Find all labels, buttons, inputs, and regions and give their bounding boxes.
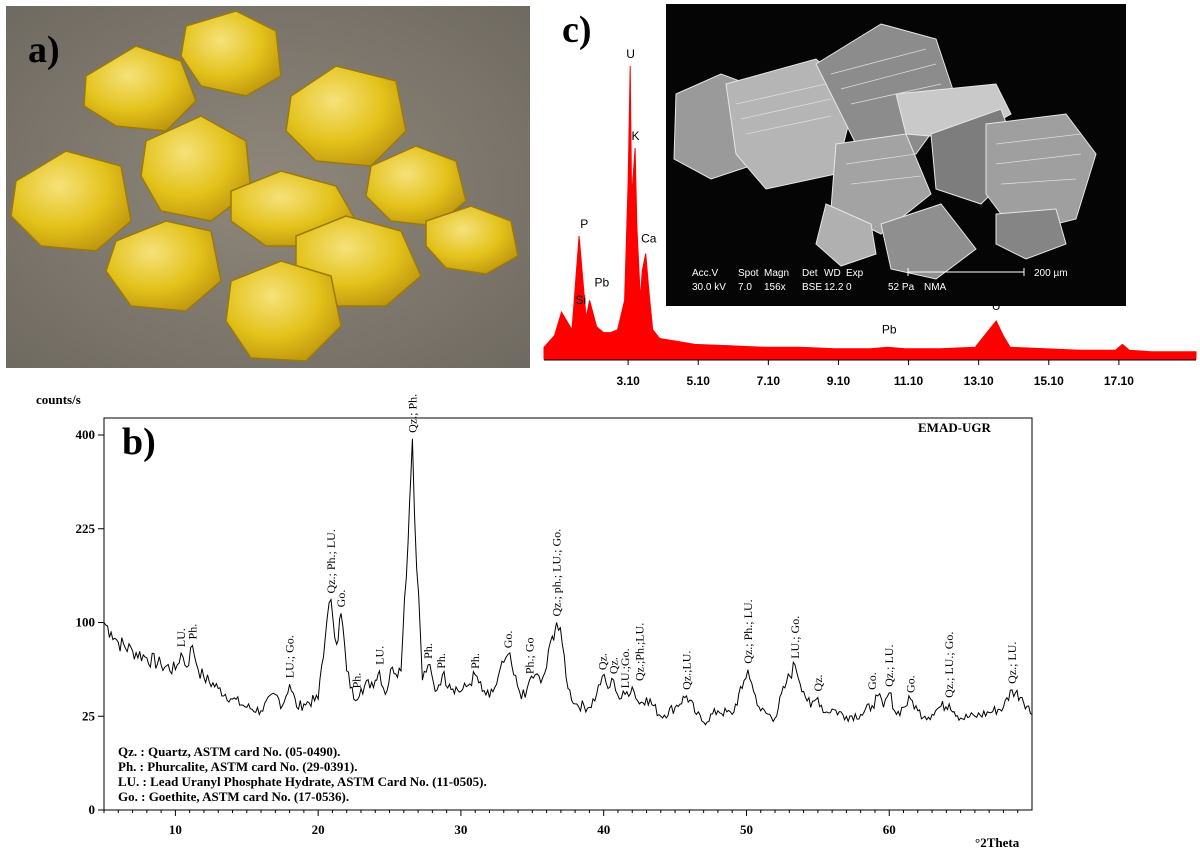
xrd-peak-label: LU.;Go. xyxy=(618,648,632,688)
eds-x-tick-label: 13.10 xyxy=(964,374,994,388)
eds-peak-label: Pb xyxy=(594,276,609,290)
xrd-peak-label: Qz.;LU. xyxy=(680,651,694,690)
xrd-peak-label: Qz.; ph.; LU.; Go. xyxy=(550,529,564,617)
xrd-peak-label: Qz.; Ph.; LU. xyxy=(324,529,338,593)
eds-peak-label: Pb xyxy=(882,322,897,336)
xrd-plot-frame xyxy=(103,417,1033,811)
sem-image: Acc.V Spot Magn Det WD Exp 30.0 kV 7.0 1… xyxy=(673,23,1097,293)
sem-value-magn: 156x xyxy=(764,282,786,293)
xrd-peak-label: LU.; Go. xyxy=(788,616,802,659)
eds-spectrum-area xyxy=(543,65,1197,360)
xrd-x-tick-label: 40 xyxy=(597,822,610,837)
xrd-x-tick-label: 50 xyxy=(740,822,753,837)
xrd-x-tick-label: 10 xyxy=(169,822,182,837)
xrd-peak-label: LU. xyxy=(373,646,387,665)
sem-value-nma: NMA xyxy=(924,282,947,293)
xrd-annotation: EMAD-UGR xyxy=(918,420,992,435)
xrd-peak-label: Ph. xyxy=(434,653,448,669)
xrd-panel: counts/s °2Theta EMAD-UGR Qz. : Quartz, … xyxy=(0,390,1200,852)
eds-peak-label: Si xyxy=(575,293,586,307)
xrd-x-tick-label: 30 xyxy=(454,822,467,837)
eds-peak-label: K xyxy=(631,129,639,143)
xrd-peak-label: Go. xyxy=(501,631,515,649)
xrd-x-tick-label: 20 xyxy=(312,822,325,837)
sem-value-spot: 7.0 xyxy=(738,282,752,293)
xrd-peak-label: Qz. xyxy=(595,653,609,670)
sem-micrograph: Acc.V Spot Magn Det WD Exp 30.0 kV 7.0 1… xyxy=(666,4,1126,306)
xrd-peak-label: Qz.;Ph.;LU. xyxy=(632,623,646,681)
xrd-legend-item: LU. : Lead Uranyl Phosphate Hydrate, AST… xyxy=(118,774,487,789)
xrd-peak-label: Ph. xyxy=(350,673,364,689)
xrd-peak-label: Go. xyxy=(334,590,348,608)
panel-label-b: b) xyxy=(122,421,156,463)
xrd-peak-label: Ph. xyxy=(421,643,435,659)
panel-label-c: c) xyxy=(562,9,592,51)
sem-value-wd: 12.2 xyxy=(824,282,844,293)
xrd-peak-label: Qz. xyxy=(607,657,621,674)
sem-value-kv: 30.0 kV xyxy=(692,282,726,293)
eds-x-tick-label: 15.10 xyxy=(1034,374,1064,388)
xrd-peak-label: Qz.; LU.; Go. xyxy=(942,632,956,698)
xrd-peak-label: Ph. xyxy=(185,624,199,640)
xrd-y-tick-label: 400 xyxy=(76,427,96,442)
eds-peak-label: Ca xyxy=(641,232,657,246)
eds-x-tick-label: 11.10 xyxy=(894,374,924,388)
eds-spectrum-panel: 3.10 5.10 7.10 9.10 11.10 13.10 15.10 17.10 Si P P… xyxy=(540,0,1200,392)
xrd-chart: counts/s °2Theta EMAD-UGR Qz. : Quartz, … xyxy=(36,392,1033,850)
sem-caption-det: Det xyxy=(802,268,818,279)
xrd-xlabel: °2Theta xyxy=(975,835,1020,850)
sem-value-pressure: 52 Pa xyxy=(888,282,915,293)
crystal-photo-panel: a) xyxy=(6,6,530,368)
xrd-peak-label: Ph. xyxy=(468,653,482,669)
sem-caption-spot: Spot xyxy=(738,268,759,279)
eds-spectrum-chart: 3.10 5.10 7.10 9.10 11.10 13.10 15.10 17.10 Si P P… xyxy=(543,47,1197,388)
sem-value-det: BSE xyxy=(802,282,822,293)
sem-scale-label: 200 µm xyxy=(1034,268,1068,279)
xrd-ylabel: counts/s xyxy=(36,392,81,407)
xrd-legend: Qz. : Quartz, ASTM card No. (05-0490). P… xyxy=(118,744,487,804)
sem-caption-exp: Exp xyxy=(846,268,864,279)
eds-x-tick-label: 7.10 xyxy=(757,374,781,388)
eds-x-tick-label: 5.10 xyxy=(687,374,711,388)
eds-x-tick-label: 9.10 xyxy=(827,374,851,388)
panel-label-a: a) xyxy=(28,29,60,71)
xrd-peak-label: Qz. xyxy=(811,674,825,691)
xrd-legend-item: Ph. : Phurcalite, ASTM card No. (29-0391… xyxy=(118,759,358,774)
xrd-peak-label: Go. xyxy=(865,672,879,690)
eds-peak-label: U xyxy=(626,47,635,61)
xrd-diffractogram-line xyxy=(103,438,1033,726)
xrd-x-tick-label: 60 xyxy=(883,822,896,837)
sem-caption-magn: Magn xyxy=(764,268,789,279)
xrd-peak-label: Ph.; Go xyxy=(522,637,536,674)
sem-caption-accv: Acc.V xyxy=(692,268,718,279)
xrd-peak-label: Go. xyxy=(904,675,918,693)
crystal-photo xyxy=(6,6,530,368)
xrd-peak-label: LU.; Go. xyxy=(283,635,297,678)
xrd-peak-label: LU. xyxy=(174,628,188,647)
xrd-y-tick-label: 25 xyxy=(82,708,96,723)
xrd-y-tick-label: 0 xyxy=(89,802,96,817)
xrd-peak-label: Qz.; LU. xyxy=(882,645,896,687)
xrd-legend-item: Go. : Goethite, ASTM card No. (17-0536). xyxy=(118,789,349,804)
eds-x-tick-label: 17.10 xyxy=(1104,374,1134,388)
xrd-legend-item: Qz. : Quartz, ASTM card No. (05-0490). xyxy=(118,744,340,759)
eds-peak-label: P xyxy=(580,217,588,231)
sem-scale-bar xyxy=(907,268,1025,276)
xrd-y-tick-label: 225 xyxy=(76,521,96,536)
sem-value-exp: 0 xyxy=(846,282,852,293)
eds-x-tick-label: 3.10 xyxy=(616,374,640,388)
xrd-peak-label: Qz.; Ph. xyxy=(405,394,419,433)
xrd-peak-label: Qz.; Ph.; LU. xyxy=(741,599,755,663)
xrd-y-tick-label: 100 xyxy=(76,615,96,630)
sem-caption-wd: WD xyxy=(824,268,841,279)
xrd-peak-label: Qz.; LU. xyxy=(1005,642,1019,684)
